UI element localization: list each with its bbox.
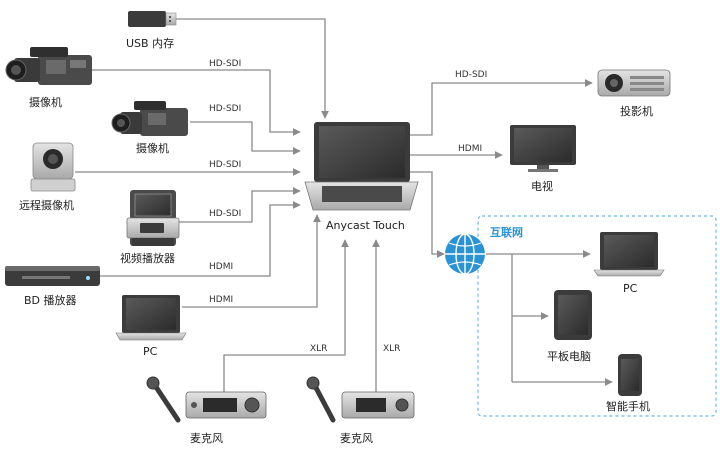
wire-video-player	[178, 187, 301, 223]
ptz-camera-icon	[30, 142, 76, 192]
label-video-player: 视频播放器	[120, 251, 175, 265]
laptop-icon	[593, 232, 665, 277]
label-projector: 投影机	[620, 104, 653, 118]
label-conn-mic1: XLR	[310, 344, 327, 354]
label-center: Anycast Touch	[326, 219, 405, 232]
wire-bd	[100, 201, 301, 277]
label-conn-cam1: HD-SDI	[209, 59, 241, 69]
label-conn-player: HD-SDI	[209, 209, 241, 219]
camcorder-icon	[5, 47, 92, 85]
label-internet: 互联网	[490, 225, 523, 239]
label-conn-cam2: HD-SDI	[209, 104, 241, 114]
label-pc-in: PC	[143, 345, 158, 358]
microphone-icon	[306, 376, 336, 423]
wire-projector	[410, 79, 593, 136]
label-conn-tv: HDMI	[458, 144, 482, 154]
label-conn-projector: HD-SDI	[455, 70, 487, 80]
label-bd-player: BD 播放器	[24, 293, 77, 307]
label-conn-mic2: XLR	[383, 344, 400, 354]
microphone-icon	[146, 376, 181, 423]
label-usb: USB 内存	[126, 36, 174, 50]
label-pc-out: PC	[623, 282, 638, 295]
camcorder-icon	[111, 101, 188, 136]
label-tv: 电视	[531, 179, 553, 193]
tablet-icon	[554, 290, 592, 340]
connection-lines	[75, 18, 613, 392]
video-player-icon	[126, 190, 180, 246]
label-conn-ptz: HD-SDI	[209, 160, 241, 170]
wire-internet	[410, 171, 445, 258]
wire-camcorder2	[190, 121, 301, 155]
usb-stick-icon	[128, 11, 177, 27]
label-camcorder2: 摄像机	[136, 141, 169, 155]
label-conn-bd: HDMI	[209, 262, 233, 272]
projector-icon	[597, 69, 671, 97]
wire-pc-in	[182, 214, 321, 308]
globe-icon	[445, 233, 485, 275]
anycast-touch-icon	[304, 122, 419, 211]
connection-labels: HD-SDI HD-SDI HD-SDI HD-SDI HDMI HDMI XL…	[209, 59, 487, 354]
label-tablet: 平板电脑	[547, 349, 591, 363]
laptop-icon	[115, 295, 187, 341]
label-conn-pc: HDMI	[209, 295, 233, 305]
wire-usb	[172, 18, 329, 119]
internet-zone	[477, 215, 717, 417]
label-phone: 智能手机	[606, 399, 650, 413]
audio-mixer-icon	[185, 391, 267, 419]
bd-player-icon	[5, 266, 100, 286]
wire-mic1	[223, 239, 349, 392]
label-ptz-camera: 远程摄像机	[19, 198, 74, 212]
smartphone-icon	[618, 354, 642, 396]
tv-icon	[510, 125, 576, 172]
label-mic2: 麦克风	[340, 432, 373, 445]
label-mic1: 麦克风	[190, 432, 223, 445]
audio-mixer-icon	[341, 391, 415, 419]
label-camcorder1: 摄像机	[29, 95, 62, 109]
wire-camcorder1	[92, 69, 301, 136]
